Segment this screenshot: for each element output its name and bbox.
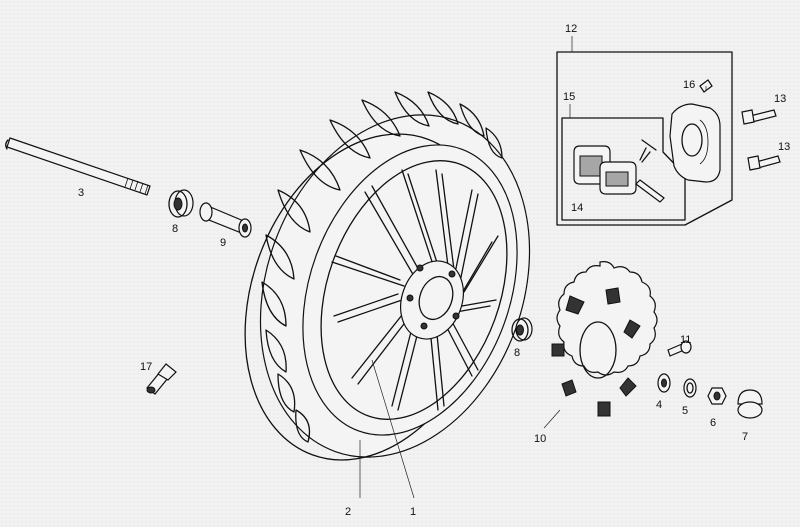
- callout-8-right: 8: [514, 347, 520, 359]
- disc-bolt: [667, 340, 692, 357]
- callout-5: 5: [682, 405, 688, 417]
- caliper-kit-frame: [556, 51, 733, 226]
- wheel-rim: [302, 144, 518, 436]
- callout-labels: 1 2 3 4 5 6 7 8 8 9 10 11 12 13 13 14 15…: [78, 23, 790, 518]
- callout-15: 15: [563, 91, 575, 103]
- callout-1: 1: [410, 506, 416, 518]
- tire-valve: [146, 363, 177, 395]
- pad-spring: [639, 139, 657, 163]
- callout-13-bottom: 13: [778, 141, 790, 153]
- caliper-bolts: [741, 109, 781, 171]
- bearing-right: [511, 317, 533, 342]
- callout-17: 17: [140, 361, 152, 373]
- callout-10: 10: [534, 433, 546, 445]
- spacer: [199, 202, 252, 238]
- callout-12: 12: [565, 23, 577, 35]
- cap-nut: [737, 389, 763, 419]
- brake-caliper: [669, 103, 721, 183]
- callout-9: 9: [220, 237, 226, 249]
- callout-6: 6: [710, 417, 716, 429]
- bearing-left: [168, 189, 194, 218]
- wheel-spokes: [331, 169, 499, 411]
- callout-11: 11: [680, 334, 691, 346]
- callout-4: 4: [656, 399, 662, 411]
- callout-3: 3: [78, 187, 84, 199]
- brake-pads: [573, 145, 637, 195]
- callout-13-top: 13: [774, 93, 786, 105]
- callout-14: 14: [571, 202, 583, 214]
- callout-7: 7: [742, 431, 748, 443]
- leader-lines: [359, 36, 707, 499]
- axle: [5, 137, 151, 196]
- callout-8-left: 8: [172, 223, 178, 235]
- brake-disc: [551, 261, 658, 417]
- spring-washer: [683, 378, 697, 398]
- nut: [707, 387, 727, 405]
- pad-pin: [635, 179, 665, 203]
- washer: [657, 373, 671, 393]
- callout-2: 2: [345, 506, 351, 518]
- wheel-hub: [400, 260, 464, 340]
- callout-16: 16: [683, 79, 695, 91]
